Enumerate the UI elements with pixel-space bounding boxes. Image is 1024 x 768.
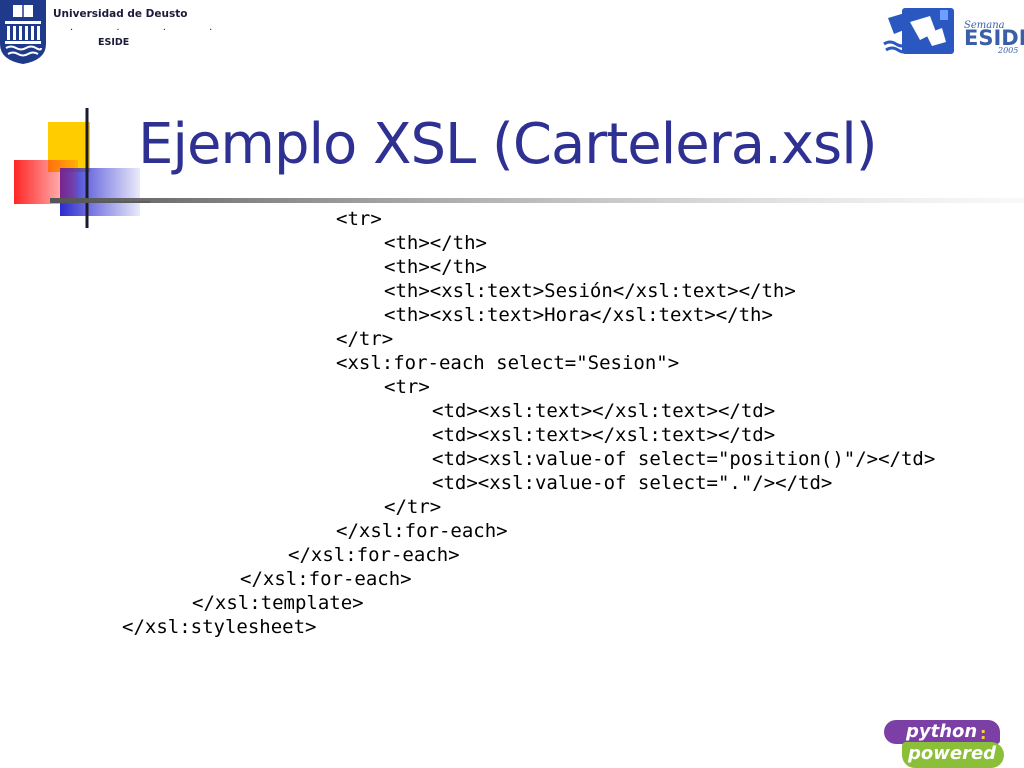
university-logo: Universidad de Deusto . . . . ESIDE	[0, 0, 212, 66]
code-line: </xsl:for-each>	[288, 544, 460, 566]
event-year: 2005	[998, 46, 1019, 55]
university-dots: . . . .	[70, 22, 233, 33]
badge-top-text: python	[906, 721, 978, 742]
code-line: <th><xsl:text>Sesión</xsl:text></th>	[384, 280, 796, 302]
code-line: <td><xsl:text></xsl:text></td>	[432, 400, 776, 422]
code-line: <td><xsl:text></xsl:text></td>	[432, 424, 776, 446]
code-line: <tr>	[336, 208, 382, 230]
code-line: <th></th>	[384, 256, 487, 278]
code-line: </xsl:for-each>	[336, 520, 508, 542]
code-line: <tr>	[384, 376, 430, 398]
event-logo: Semana ESIDE 2005	[880, 4, 1024, 60]
badge-colon: :	[980, 724, 987, 743]
code-line: </tr>	[336, 328, 394, 350]
title-underline	[50, 198, 1024, 203]
code-line: <th></th>	[384, 232, 487, 254]
university-name: Universidad de Deusto	[53, 8, 188, 20]
event-semana-label: Semana	[964, 20, 1005, 31]
code-line: </xsl:stylesheet>	[122, 616, 317, 638]
code-listing: <tr> <th></th> <th></th> <th><xsl:text>S…	[0, 207, 1024, 639]
badge-bottom-text: powered	[908, 743, 997, 764]
code-line: </tr>	[384, 496, 442, 518]
code-line: <td><xsl:value-of select="position()"/><…	[432, 448, 936, 470]
badge-bottom-shape	[902, 742, 1004, 768]
code-line: <td><xsl:value-of select="."/></td>	[432, 472, 833, 494]
event-name: ESIDE	[964, 26, 1024, 50]
code-line: <xsl:for-each select="Sesion">	[336, 352, 680, 374]
badge-top-shape	[884, 720, 1000, 744]
semana-eside-logo-icon	[883, 8, 954, 54]
deusto-shield-icon	[0, 0, 46, 64]
code-line: </xsl:template>	[192, 592, 364, 614]
code-line: </xsl:for-each>	[240, 568, 412, 590]
code-line: <th><xsl:text>Hora</xsl:text></th>	[384, 304, 773, 326]
university-school: ESIDE	[98, 37, 130, 48]
slide-title: Ejemplo XSL (Cartelera.xsl)	[138, 112, 878, 177]
python-powered-badge: python : powered	[880, 718, 1004, 768]
